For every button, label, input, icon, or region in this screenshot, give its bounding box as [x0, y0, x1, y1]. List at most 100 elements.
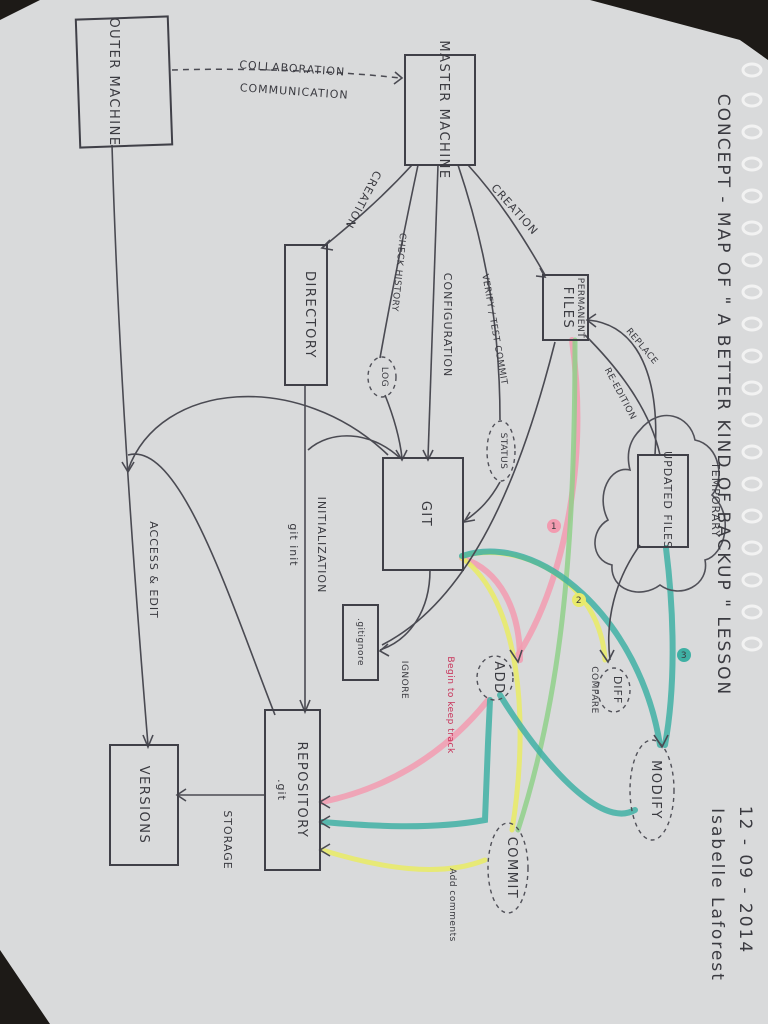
updated-files-box [637, 454, 689, 548]
step-1-marker: 1 [547, 519, 561, 533]
modify-label: MODIFY [648, 760, 663, 820]
step-3-marker: 3 [677, 648, 691, 662]
commit-label: COMMIT [504, 837, 519, 900]
add-outline [476, 655, 514, 701]
step-3-circle [677, 648, 691, 662]
step-2-label: 2 [576, 596, 582, 606]
diff-outline [597, 667, 631, 713]
author-label: Isabelle Laforest [707, 808, 727, 982]
gitignore-label: .gitignore [355, 618, 365, 666]
edge-outer-to-master [171, 68, 401, 79]
highlight-pink-add-to-repository [319, 697, 491, 805]
edge-label-access-edit: ACCESS & EDIT [147, 521, 160, 619]
temporary-cloud-shape [594, 414, 727, 593]
directory-node: DIRECTORY [284, 244, 328, 386]
highlight-pink-git-to-add [459, 555, 523, 663]
edge-git-to-access [127, 395, 389, 471]
modify-node: MODIFY [629, 739, 675, 841]
repository-box [264, 709, 321, 871]
edge-status-to-git [465, 481, 501, 521]
git-box [382, 457, 464, 571]
status-label: STATUS [498, 433, 508, 470]
status-node: STATUS [486, 420, 516, 482]
temporary-label: TEMPORARY [709, 461, 722, 538]
concept-map-title: CONCEPT - MAP OF " A BETTER KIND OF BACK… [713, 94, 733, 696]
commit-outline [487, 822, 529, 914]
edge-replace [587, 319, 657, 456]
edge-label-storage: STORAGE [221, 810, 234, 869]
gitignore-node: .gitignore [342, 604, 379, 681]
edge-master-check-history [379, 164, 419, 359]
repository-node: REPOSITORY .git [264, 709, 321, 871]
edge-label-track-note: Begin to keep track [445, 656, 455, 754]
commit-node: COMMIT [487, 822, 529, 914]
outer-machine-box [74, 15, 174, 149]
step-2-marker: 2 [572, 593, 586, 607]
edge-master-to-files [467, 164, 546, 276]
git-label: GIT [418, 501, 433, 527]
highlight-yellow-commit-to-repository [319, 847, 488, 872]
edge-log-to-git [384, 394, 403, 459]
step-2-circle [572, 593, 586, 607]
repository-label: REPOSITORY [294, 742, 309, 839]
master-machine-box [404, 54, 476, 166]
dark-background-corner [590, 0, 768, 58]
edge-re-edition [584, 334, 661, 456]
edge-label-configuration: CONFIGURATION [441, 273, 454, 377]
edge-master-verify [457, 164, 501, 421]
outer-machine-node: OUTER MACHINE [74, 15, 174, 149]
diff-label: DIFF [611, 676, 624, 704]
add-node: ADD [476, 655, 514, 701]
permanent-files-box [542, 274, 589, 341]
permanent-files-label: FILES [560, 287, 575, 330]
edge-label-ignore: IGNORE [399, 661, 409, 699]
edge-updated-to-diff [607, 544, 641, 661]
permanent-files-caption: PERMANENT [575, 278, 585, 338]
gitignore-box [342, 604, 379, 681]
edge-outer-machine-down [111, 144, 149, 746]
highlight-teal-updated-to-modify [662, 545, 676, 748]
outer-machine-label: OUTER MACHINE [106, 17, 121, 146]
date-label: 12 - 09 - 2014 [735, 806, 755, 954]
updated-files-label: UPDATED FILES [661, 451, 674, 549]
versions-box [109, 744, 179, 866]
step-1-circle [547, 519, 561, 533]
permanent-files-node: PERMANENT FILES [542, 274, 589, 341]
edge-label-compare: COMPARE [589, 666, 599, 714]
modify-outline [629, 739, 675, 841]
add-label: ADD [491, 661, 506, 694]
highlight-teal-modify-to-add [497, 692, 638, 817]
log-outline [367, 356, 397, 398]
repository-sub-label: .git [275, 779, 288, 801]
edge-label-add-comments: Add comments [447, 868, 457, 942]
temporary-cloud-node: TEMPORARY UPDATED FILES [594, 414, 727, 593]
edge-repository-to-access [127, 453, 276, 716]
highlight-green-files-to-commit [515, 337, 578, 833]
highlight-teal-git-to-modify [459, 548, 663, 748]
spiral-binding [741, 62, 763, 652]
edge-files-to-gitignore [381, 341, 556, 646]
git-node: GIT [382, 457, 464, 571]
log-node: LOG [367, 356, 397, 398]
step-1-label: 1 [551, 522, 557, 532]
directory-box [284, 244, 328, 386]
edge-git-to-gitignore [379, 569, 431, 651]
edge-master-to-directory [321, 164, 413, 249]
highlight-yellow-git-to-commit [459, 555, 523, 833]
log-label: LOG [379, 367, 389, 387]
diff-node: DIFF [597, 667, 631, 713]
master-machine-label: MASTER MACHINE [436, 40, 451, 179]
master-machine-node: MASTER MACHINE [404, 40, 476, 180]
edge-master-configuration [427, 164, 439, 459]
step-3-label: 3 [681, 651, 687, 661]
edge-label-initialization: INITIALIZATION [315, 497, 328, 594]
edge-git-to-directory-line [307, 435, 401, 459]
highlight-teal-add-to-repository [319, 697, 493, 830]
directory-label: DIRECTORY [302, 271, 317, 359]
status-outline [486, 420, 516, 482]
edge-label-git-init: git init [287, 523, 300, 566]
versions-label: VERSIONS [136, 766, 151, 844]
versions-node: VERSIONS [109, 744, 179, 866]
